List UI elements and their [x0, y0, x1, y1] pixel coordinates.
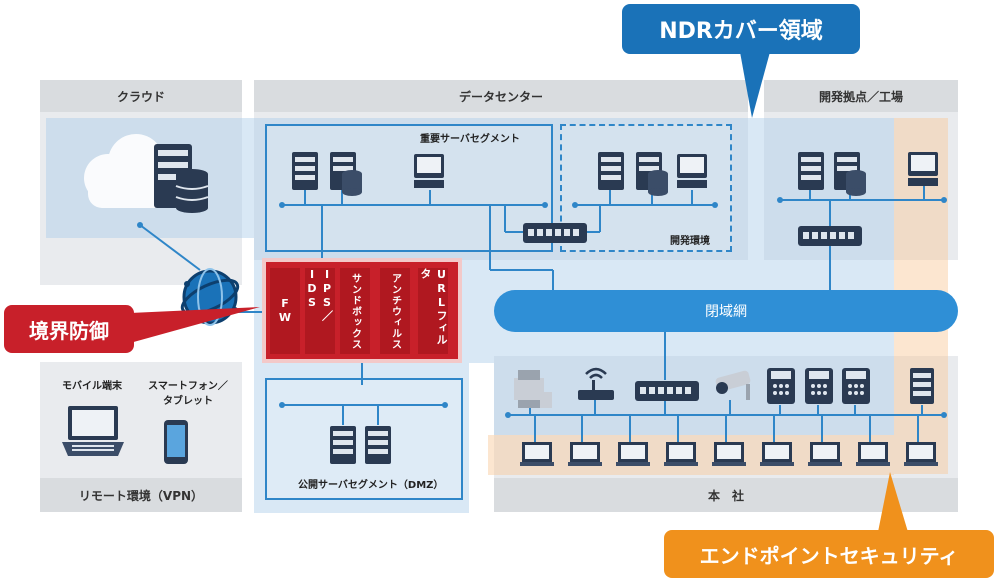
server-db-icon-dev — [636, 152, 668, 196]
dev-env-label: 開発環境 — [670, 236, 710, 247]
security-fw: FW — [270, 268, 300, 354]
ip-phone-icon-3 — [842, 368, 870, 404]
ip-phone-icon-2 — [805, 368, 833, 404]
smartphone-label-line1: スマートフォン／ — [148, 381, 228, 392]
laptop-icons — [520, 442, 938, 466]
boundary-defense-label: 境界防御 — [29, 318, 109, 343]
critical-segment-label: 重要サーバセグメント — [420, 134, 520, 145]
closed-network-bar: 閉域網 — [494, 290, 958, 332]
endpoint-security-callout: エンドポイントセキュリティ — [664, 530, 994, 578]
hq-zone-title: 本 社 — [494, 478, 958, 512]
server-icon-hq — [910, 368, 934, 404]
remote-zone-title: リモート環境（VPN） — [40, 478, 242, 512]
network-switch-icon-hq — [635, 381, 699, 401]
endpoint-callout-pointer — [878, 472, 908, 532]
cloud-server-icon — [154, 144, 209, 213]
wifi-router-icon — [578, 367, 614, 400]
network-switch-icon-branch — [798, 226, 862, 246]
dmz-segment — [265, 378, 463, 500]
ip-phone-icon — [767, 368, 795, 404]
security-ips-ids: IPS／IDS — [305, 268, 335, 354]
security-url-filter: URLフィルタ — [418, 268, 448, 354]
ndr-area-dmz — [254, 363, 469, 513]
ndr-callout-pointer — [740, 52, 770, 118]
server-icon-dmz-2 — [365, 426, 391, 464]
ndr-coverage-label: NDRカバー領域 — [659, 19, 823, 44]
cloud-zone-title: クラウド — [40, 80, 242, 112]
server-icon-dmz-1 — [330, 426, 356, 464]
dmz-segment-label: 公開サーバセグメント（DMZ） — [298, 480, 444, 491]
pc-monitor-icon — [414, 154, 444, 188]
boundary-defense-callout: 境界防御 — [4, 305, 134, 353]
branch-zone-title: 開発拠点／工場 — [764, 80, 958, 112]
pc-monitor-icon-branch — [908, 152, 938, 186]
printer-icon — [514, 370, 552, 408]
pc-monitor-icon-dev — [677, 154, 707, 188]
network-switch-icon — [523, 223, 587, 243]
security-antivirus: アンチウィルス — [380, 268, 410, 354]
server-db-icon-branch — [834, 152, 866, 196]
closed-network-label: 閉域網 — [705, 304, 747, 320]
ndr-coverage-callout: NDRカバー領域 — [622, 4, 860, 54]
boundary-callout-pointer — [130, 307, 260, 343]
mobile-device-label: モバイル端末 — [62, 381, 122, 392]
endpoint-security-label: エンドポイントセキュリティ — [699, 543, 959, 568]
server-icon — [292, 152, 318, 190]
server-db-icon — [330, 152, 362, 196]
security-camera-icon — [715, 370, 751, 400]
server-icon-branch — [798, 152, 824, 190]
smartphone-icon — [164, 420, 188, 464]
laptop-icon — [62, 406, 124, 456]
hq-laptop-row — [508, 440, 948, 470]
security-sandbox: サンドボックス — [340, 268, 370, 354]
server-icon-dev — [598, 152, 624, 190]
datacenter-zone-title: データセンター — [254, 80, 748, 112]
smartphone-label-line2: タブレット — [163, 396, 213, 407]
